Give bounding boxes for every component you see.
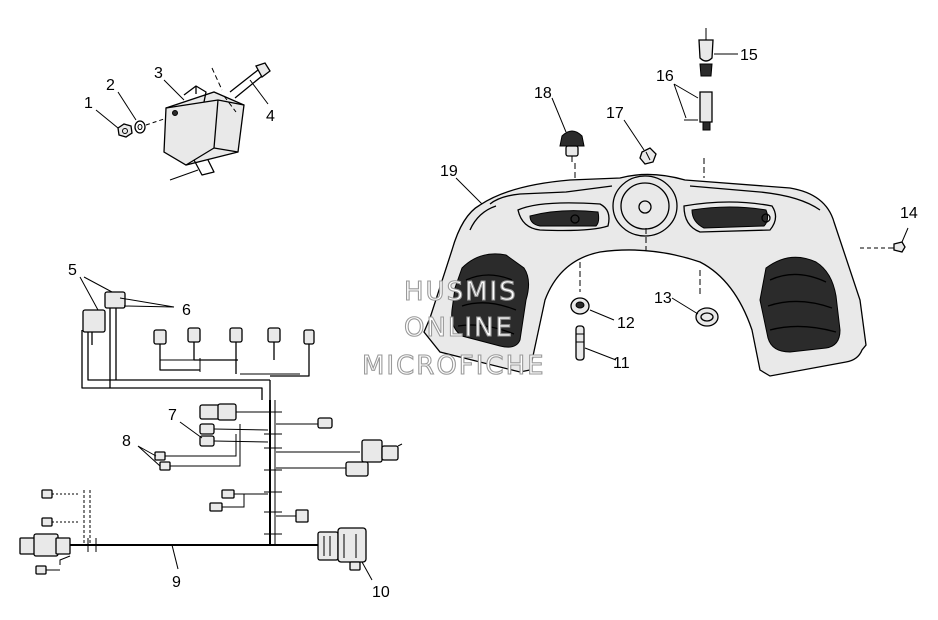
callout-5: 5 — [68, 262, 77, 279]
callout-4: 4 — [266, 108, 275, 125]
washer-part-2 — [134, 120, 146, 134]
relay-connector-part-5 — [82, 291, 126, 388]
dash-panel-part-19 — [423, 158, 888, 377]
bulb-sockets-part-6 — [153, 327, 315, 377]
watermark-line-2: ONLINE — [404, 313, 514, 343]
main-connector-part-10 — [317, 527, 367, 571]
callout-leaders — [79, 53, 909, 581]
knob-part-18 — [559, 130, 585, 162]
callout-2: 2 — [106, 77, 115, 94]
callout-13: 13 — [654, 290, 672, 307]
callout-8: 8 — [122, 433, 131, 450]
callout-12: 12 — [617, 315, 635, 332]
callout-15: 15 — [740, 47, 758, 64]
callout-9: 9 — [172, 574, 181, 591]
regulator-part-3 — [163, 85, 245, 181]
callout-3: 3 — [154, 65, 163, 82]
callout-10: 10 — [372, 584, 390, 601]
callout-19: 19 — [440, 163, 458, 180]
regulator-assembly — [117, 62, 271, 181]
clip-part-17 — [639, 147, 657, 165]
watermark: HUSMIS ONLINE MICROFICHE — [361, 276, 546, 381]
watermark-line-3: MICROFICHE — [362, 351, 546, 381]
main-harness-part-9 — [19, 489, 320, 575]
screw-part-14 — [888, 241, 906, 253]
callout-14: 14 — [900, 205, 918, 222]
callout-7: 7 — [168, 407, 177, 424]
grommet-part-13 — [695, 307, 719, 327]
callout-18: 18 — [534, 85, 552, 102]
watermark-line-1: HUSMIS — [404, 277, 518, 307]
callout-1: 1 — [84, 95, 93, 112]
callout-11: 11 — [613, 355, 630, 372]
dash-panel-assembly — [423, 28, 906, 377]
bolt-part-4 — [211, 62, 271, 113]
callout-17: 17 — [606, 105, 624, 122]
callout-6: 6 — [182, 302, 191, 319]
callout-labels: 1 2 3 4 5 6 7 8 9 10 11 12 13 14 15 16 1… — [68, 47, 918, 601]
harness-clips — [264, 411, 282, 535]
connector-part-7 — [199, 403, 269, 447]
wire-harness — [19, 291, 403, 575]
connector-part-8 — [154, 424, 241, 471]
socket-part-16 — [684, 91, 713, 131]
nut-part-1 — [117, 123, 133, 138]
bulb-part-15 — [698, 28, 714, 77]
grommet-part-12 — [570, 297, 590, 315]
pin-part-11 — [575, 325, 585, 361]
callout-16: 16 — [656, 68, 674, 85]
